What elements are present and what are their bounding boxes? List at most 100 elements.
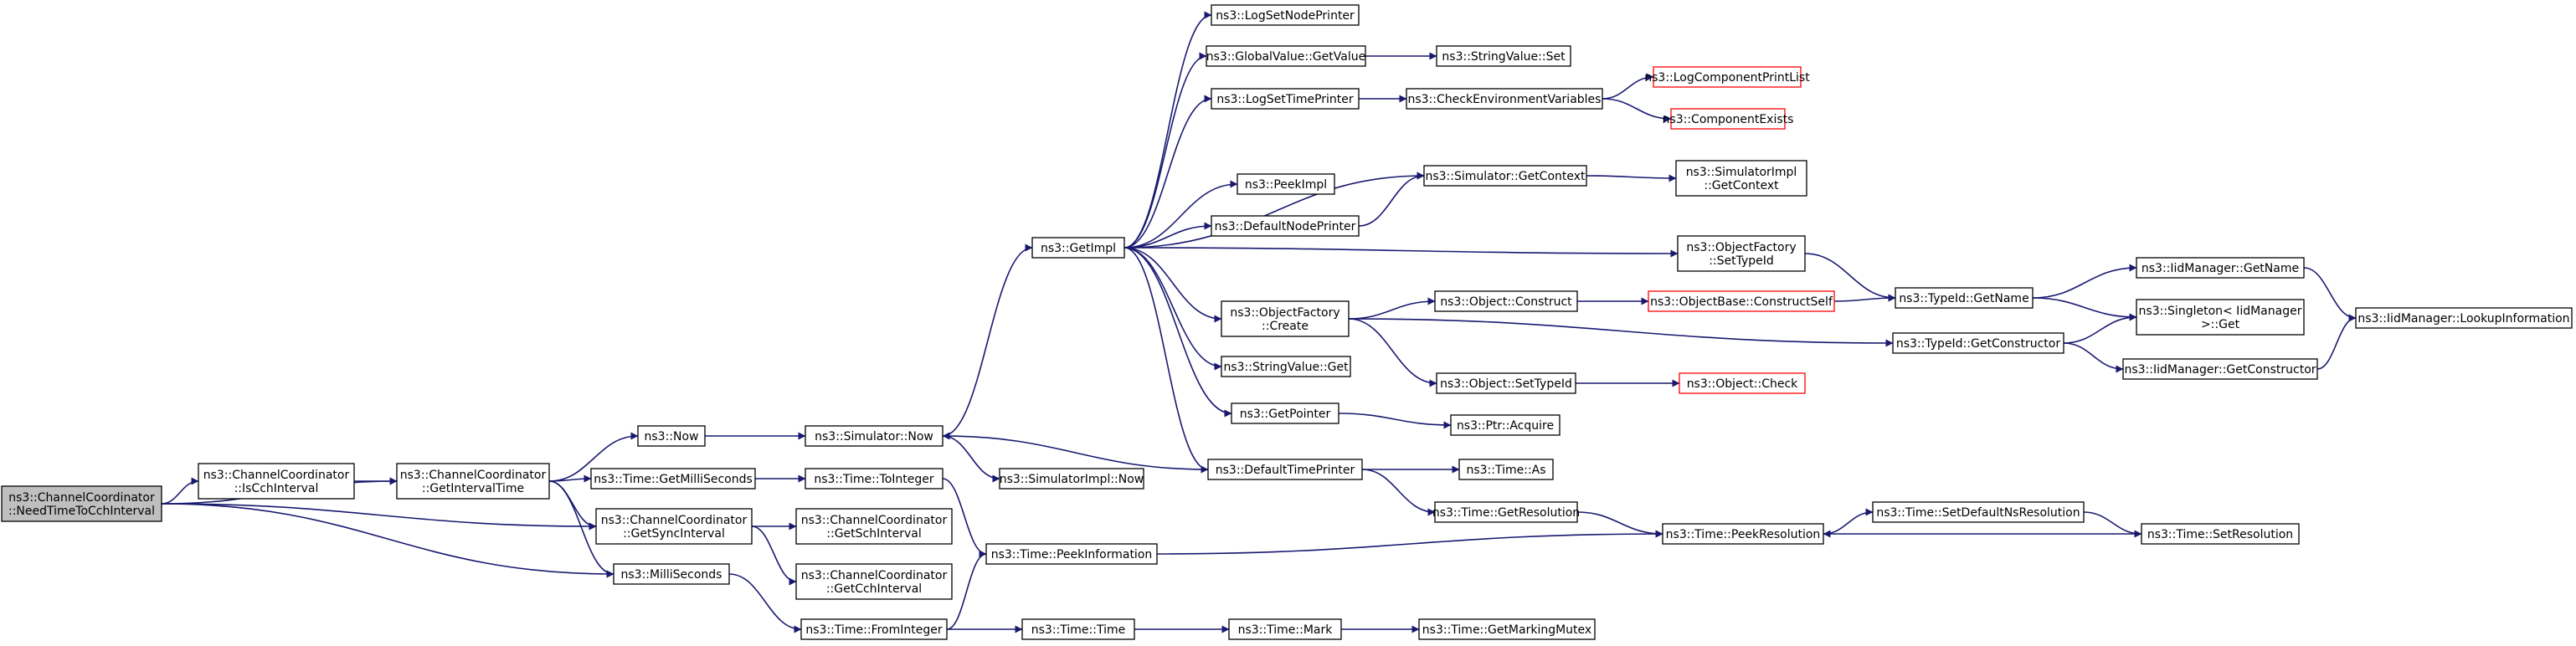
node-svGet[interactable]: ns3::StringValue::Get: [1221, 356, 1351, 377]
node-logTime[interactable]: ns3::LogSetTimePrinter: [1211, 88, 1360, 110]
node-getPtr[interactable]: ns3::GetPointer: [1231, 402, 1339, 424]
node-isCch[interactable]: ns3::ChannelCoordinator::IsCchInterval: [198, 463, 355, 500]
node-ofCreate[interactable]: ns3::ObjectFactory::Create: [1221, 300, 1350, 337]
node-label: ns3::IidManager::LookupInformation: [2357, 312, 2569, 326]
edge-iidGetName-to-iidLookup: [2303, 267, 2357, 322]
node-objConstruct[interactable]: ns3::Object::Construct: [1434, 290, 1578, 312]
node-box: [1211, 4, 1360, 26]
edge-getImpl-to-svGet: [1123, 247, 1222, 371]
edge-checkEnv-to-compExists: [1602, 98, 1672, 123]
node-getRes[interactable]: ns3::Time::GetResolution: [1432, 501, 1580, 523]
edge-getInt-to-getMilli: [548, 474, 592, 483]
edge-arrow: [942, 435, 1000, 483]
node-box: [198, 463, 355, 500]
node-box: [1406, 88, 1603, 110]
node-label: ns3::Time::GetMilliSeconds: [594, 473, 753, 486]
node-checkEnv[interactable]: ns3::CheckEnvironmentVariables: [1406, 88, 1603, 110]
edge-arrow: [1123, 247, 1222, 323]
node-box: [1434, 501, 1578, 523]
node-getMilli[interactable]: ns3::Time::GetMilliSeconds: [590, 468, 756, 490]
node-label: ns3::ObjectFactory: [1686, 241, 1796, 254]
edge-arrow: [1602, 98, 1672, 123]
node-box: [2141, 523, 2300, 545]
node-label: ns3::Object::SetTypeId: [1440, 377, 1572, 391]
node-now[interactable]: ns3::Now: [637, 425, 706, 447]
edge-arrow: [1833, 294, 1896, 302]
edge-arrow: [1123, 52, 1207, 249]
node-objCheck[interactable]: ns3::Object::Check: [1679, 372, 1806, 394]
node-tidGetCtor[interactable]: ns3::TypeId::GetConstructor: [1892, 332, 2064, 354]
node-getCchI[interactable]: ns3::ChannelCoordinator::GetCchInterval: [795, 563, 953, 600]
node-simImplNow[interactable]: ns3::SimulatorImpl::Now: [999, 468, 1144, 490]
node-getInt[interactable]: ns3::ChannelCoordinator::GetIntervalTime: [396, 463, 550, 500]
edge-simCtx-to-simImplCtx: [1586, 174, 1677, 182]
node-getImpl[interactable]: ns3::GetImpl: [1031, 237, 1125, 259]
edge-arrow: [1348, 318, 1894, 347]
node-ptrAcq[interactable]: ns3::Ptr::Acquire: [1450, 414, 1561, 436]
node-toInt[interactable]: ns3::Time::ToInteger: [805, 468, 944, 490]
node-box: [795, 508, 953, 545]
node-singGet[interactable]: ns3::Singleton< IidManager >::Get: [2136, 299, 2305, 336]
node-box: [1436, 372, 1576, 394]
edge-getImpl-to-defTime: [1123, 247, 1209, 474]
node-box: [805, 468, 944, 490]
node-label: ns3::ObjectFactory: [1230, 306, 1339, 320]
node-getSch[interactable]: ns3::ChannelCoordinator::GetSchInterval: [795, 508, 953, 545]
node-defNode[interactable]: ns3::DefaultNodePrinter: [1211, 215, 1360, 237]
edge-arrow: [728, 573, 802, 633]
node-logCompPrint[interactable]: ns3::LogComponentPrintList: [1644, 66, 1810, 88]
edge-peekInfo-to-peekRes: [1156, 530, 1663, 555]
node-compExists[interactable]: ns3::ComponentExists: [1663, 108, 1794, 130]
edge-getImpl-to-ofSetTid: [1123, 247, 1679, 258]
node-setRes[interactable]: ns3::Time::SetResolution: [2141, 523, 2300, 545]
node-peekInfo[interactable]: ns3::Time::PeekInformation: [985, 543, 1158, 565]
node-gvGet[interactable]: ns3::GlobalValue::GetValue: [1206, 45, 1366, 67]
node-simImplCtx[interactable]: ns3::SimulatorImpl::GetContext: [1675, 160, 1807, 197]
node-iidGetCtor[interactable]: ns3::IidManager::GetConstructor: [2122, 358, 2318, 380]
node-simCtx[interactable]: ns3::Simulator::GetContext: [1423, 165, 1587, 187]
node-label: ::GetCchInterval: [826, 582, 922, 596]
node-peekImpl[interactable]: ns3::PeekImpl: [1237, 173, 1335, 195]
node-iidGetName[interactable]: ns3::IidManager::GetName: [2136, 257, 2305, 279]
node-iidLookup[interactable]: ns3::IidManager::LookupInformation: [2355, 307, 2573, 329]
edge-milliSec-to-fromInt: [728, 573, 802, 633]
node-getMarkMtx[interactable]: ns3::Time::GetMarkingMutex: [1418, 618, 1596, 640]
node-label: ns3::ChannelCoordinator: [203, 469, 350, 482]
node-box: [1679, 372, 1806, 394]
edge-arrow: [2032, 264, 2137, 299]
node-timeAs[interactable]: ns3::Time::As: [1458, 459, 1554, 480]
node-logNode[interactable]: ns3::LogSetNodePrinter: [1211, 4, 1360, 26]
node-defTime[interactable]: ns3::DefaultTimePrinter: [1207, 459, 1363, 480]
node-ofSetTid[interactable]: ns3::ObjectFactory::SetTypeId: [1677, 235, 1806, 272]
edge-arrow: [946, 550, 987, 630]
node-svSet[interactable]: ns3::StringValue::Set: [1436, 45, 1571, 67]
node-obConstructSelf[interactable]: ns3::ObjectBase::ConstructSelf: [1648, 290, 1835, 312]
node-root[interactable]: ns3::ChannelCoordinator::NeedTimeToCchIn…: [1, 485, 162, 522]
node-simNow[interactable]: ns3::Simulator::Now: [805, 425, 944, 447]
node-label: ns3::GetImpl: [1041, 242, 1116, 255]
node-tidGetName[interactable]: ns3::TypeId::GetName: [1895, 287, 2034, 309]
node-peekRes[interactable]: ns3::Time::PeekResolution: [1662, 523, 1824, 545]
node-label: ns3::SimulatorImpl: [1686, 166, 1797, 179]
edge-arrow: [2063, 342, 2124, 373]
node-box: [1, 485, 162, 522]
node-box: [800, 618, 948, 640]
node-milliSec[interactable]: ns3::MilliSeconds: [613, 563, 730, 585]
node-box: [2122, 358, 2318, 380]
edge-arrow: [1338, 413, 1452, 429]
node-label: ns3::IidManager::GetName: [2142, 262, 2299, 275]
edge-getImpl-to-getPtr: [1123, 247, 1232, 418]
node-objSetTid[interactable]: ns3::Object::SetTypeId: [1436, 372, 1576, 394]
node-timeTime[interactable]: ns3::Time::Time: [1021, 618, 1135, 640]
node-label: ns3::StringValue::Get: [1223, 361, 1349, 374]
node-label: ns3::Ptr::Acquire: [1457, 419, 1554, 433]
node-mark[interactable]: ns3::Time::Mark: [1228, 618, 1342, 640]
node-fromInt[interactable]: ns3::Time::FromInteger: [800, 618, 948, 640]
edge-defTime-to-getRes: [1361, 469, 1436, 516]
node-box: [1677, 235, 1806, 272]
edge-getImpl-to-logNode: [1123, 11, 1212, 249]
edge-root-to-milliSec: [161, 503, 614, 578]
node-setDefRes[interactable]: ns3::Time::SetDefaultNsResolution: [1872, 501, 2085, 523]
edge-getImpl-to-defNode: [1123, 222, 1212, 249]
node-getSync[interactable]: ns3::ChannelCoordinator::GetSyncInterval: [595, 508, 753, 545]
